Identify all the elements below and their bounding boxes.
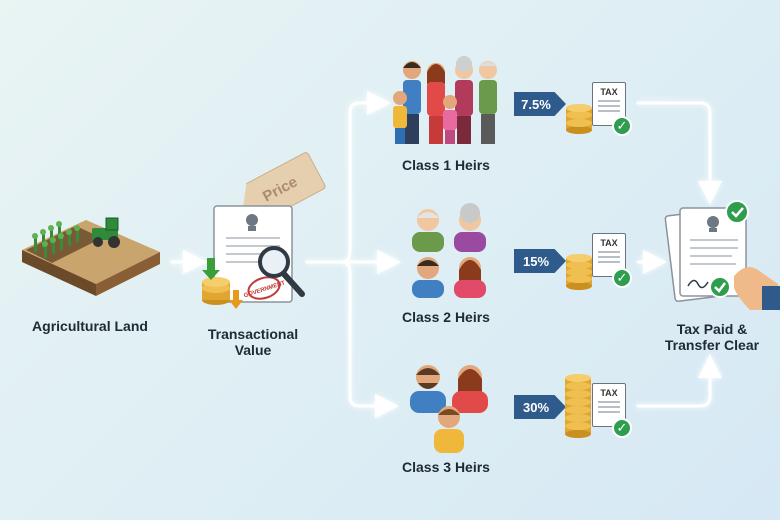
tax-paid-transfer-clear-label: Tax Paid & Transfer Clear [650,321,774,353]
class2-family-icon [412,203,486,298]
tractor-icon [92,217,120,248]
transactional-value-label: Transactional Value [188,326,318,358]
tax-paid-label-line2: Transfer Clear [664,337,760,354]
class2-heirs-label: Class 2 Heirs [402,309,490,325]
class1-check-icon: ✓ [612,116,632,136]
hand-icon [734,267,780,310]
class3-check-icon: ✓ [612,418,632,438]
transactional-value-label-line1: Transactional [207,326,299,342]
class3-coin-stack-icon [565,374,591,438]
class1-rate-badge: 7.5% [514,92,566,116]
class1-coin-stack-icon [566,104,592,134]
class1-family-icon [393,56,497,144]
class3-heirs-label: Class 3 Heirs [402,459,490,475]
transactional-value-document-icon: GOVERNMENT [202,205,305,309]
class3-rate-badge: 30% [514,395,566,419]
down-arrow-icon [202,258,220,280]
class3-family-icon [410,365,488,453]
arrow-to-class3 [340,260,399,418]
coin-stack-icon [202,277,230,305]
class1-tax-text: TAX [600,87,618,97]
arrow-class3-to-final [636,354,722,408]
agricultural-land-label: Agricultural Land [32,318,148,334]
class3-tax-text: TAX [600,388,618,398]
tax-paid-label-line1: Tax Paid & [676,321,748,337]
down-arrow-icon-orange [229,290,243,309]
arrow-to-class1 [340,91,391,264]
class2-check-icon: ✓ [612,268,632,288]
class1-heirs-label: Class 1 Heirs [402,157,490,173]
class2-coin-stack-icon [566,254,592,290]
price-tag-text: Price [259,172,301,206]
class2-rate-badge: 15% [514,249,566,273]
arrow-class1-to-final [636,101,722,205]
cleared-documents-icon [664,200,780,310]
transactional-value-label-line2: Value [234,342,272,359]
class2-tax-text: TAX [600,238,618,248]
magnifier-icon [258,246,305,297]
agricultural-land-icon [22,217,160,296]
